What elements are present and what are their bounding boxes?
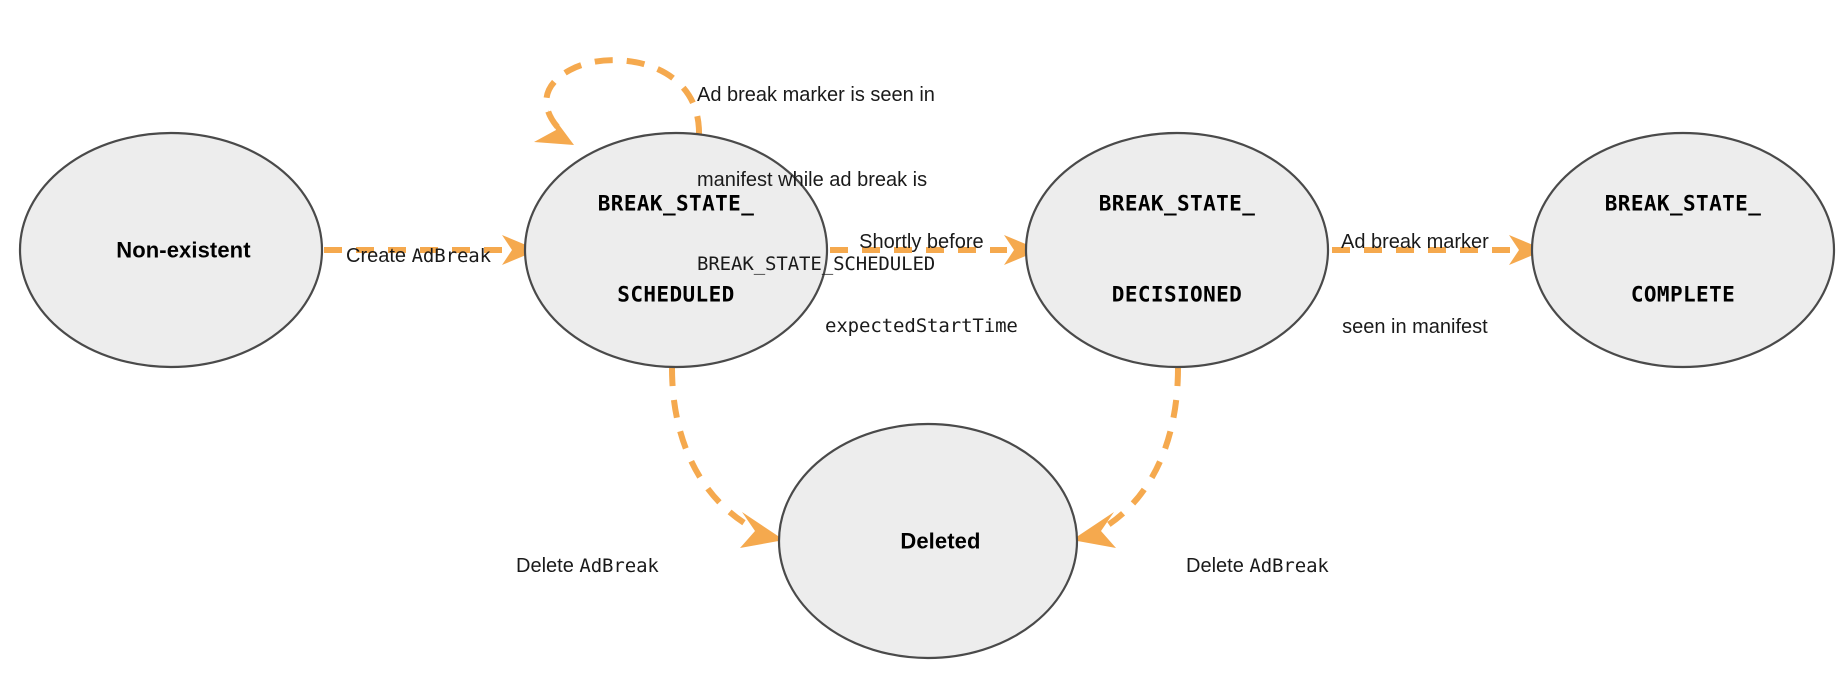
node-break-state-scheduled-label-line-2: SCHEDULED xyxy=(617,282,735,307)
edge-decisioned-to-deleted-path xyxy=(1098,367,1181,533)
node-non-existent-label: Non-existent xyxy=(91,206,250,293)
edge-create-adbreak-arrowhead xyxy=(502,235,538,265)
edge-decisioned-to-complete-arrowhead xyxy=(1509,235,1545,265)
node-break-state-scheduled-label: BREAK_STATE_ SCHEDULED xyxy=(598,127,755,371)
node-break-state-scheduled-label-line-1: BREAK_STATE_ xyxy=(597,191,755,216)
edge-scheduled-to-deleted-label: Delete AdBreak xyxy=(516,495,659,637)
node-break-state-decisioned[interactable] xyxy=(1024,131,1330,369)
edge-scheduled-to-deleted-path xyxy=(669,367,758,533)
node-break-state-decisioned-label-line-1: BREAK_STATE_ xyxy=(1098,191,1256,216)
node-break-state-decisioned-label-line-2: DECISIONED xyxy=(1111,282,1243,307)
node-non-existent-label-line-1: Non-existent xyxy=(116,237,251,263)
node-deleted-label-line-1: Deleted xyxy=(900,528,981,554)
edge-scheduled-self-loop-label-line-1: Ad break marker is seen in xyxy=(697,83,935,106)
edge-decisioned-to-deleted-prose: Delete xyxy=(1186,554,1250,577)
edge-decisioned-to-complete-label-line-1: Ad break marker xyxy=(1341,230,1489,253)
edge-scheduled-to-decisioned-label: Shortly before expectedStartTime xyxy=(825,171,1018,397)
node-break-state-scheduled[interactable] xyxy=(523,131,829,369)
edge-scheduled-to-deleted-prose: Delete xyxy=(516,554,580,577)
edge-scheduled-to-decisioned-arrowhead xyxy=(1004,235,1040,265)
edge-create-adbreak-label: Create AdBreak xyxy=(346,185,491,327)
edge-decisioned-to-deleted-arrowhead xyxy=(1072,512,1116,548)
node-break-state-complete-label-line-1: BREAK_STATE_ xyxy=(1604,191,1762,216)
edge-decisioned-to-complete-label-line-2: seen in manifest xyxy=(1342,315,1488,338)
node-deleted-label: Deleted xyxy=(875,497,980,584)
node-break-state-decisioned-label: BREAK_STATE_ DECISIONED xyxy=(1099,127,1256,371)
edge-scheduled-self-loop-path xyxy=(543,57,703,135)
edge-decisioned-to-deleted-label: Delete AdBreak xyxy=(1186,495,1329,637)
edge-scheduled-self-loop-arrowhead xyxy=(534,110,574,145)
edge-scheduled-to-deleted-code: AdBreak xyxy=(579,554,659,577)
edge-create-adbreak-code: AdBreak xyxy=(411,244,491,267)
edge-decisioned-to-complete xyxy=(1332,235,1545,265)
edge-scheduled-self-loop-label: Ad break marker is seen in manifest whil… xyxy=(697,24,935,335)
node-break-state-complete-label-line-2: COMPLETE xyxy=(1630,282,1736,307)
edge-scheduled-to-deleted xyxy=(669,367,784,548)
edge-scheduled-to-deleted-arrowhead xyxy=(740,512,784,548)
edge-scheduled-to-decisioned xyxy=(830,235,1040,265)
edge-scheduled-to-deleted-label-line-1: Delete AdBreak xyxy=(516,552,659,580)
edge-create-adbreak xyxy=(324,235,538,265)
edge-create-adbreak-prose: Create xyxy=(346,244,412,267)
edge-decisioned-to-deleted xyxy=(1072,367,1181,548)
edge-scheduled-self-loop-label-line-3: BREAK_STATE_SCHEDULED xyxy=(697,253,936,276)
edge-scheduled-to-decisioned-label-line-2: expectedStartTime xyxy=(825,314,1018,337)
node-break-state-complete[interactable] xyxy=(1530,131,1836,369)
edge-decisioned-to-deleted-code: AdBreak xyxy=(1249,554,1329,577)
node-break-state-complete-label: BREAK_STATE_ COMPLETE xyxy=(1605,127,1762,371)
node-deleted[interactable] xyxy=(777,422,1079,660)
edge-scheduled-to-decisioned-label-line-1: Shortly before xyxy=(859,230,984,253)
node-non-existent[interactable] xyxy=(18,131,324,369)
edge-decisioned-to-complete-label: Ad break marker seen in manifest xyxy=(1341,171,1489,398)
edge-decisioned-to-deleted-label-line-1: Delete AdBreak xyxy=(1186,552,1329,580)
edge-create-adbreak-label-line-1: Create AdBreak xyxy=(346,242,491,270)
edge-scheduled-self-loop-label-line-2: manifest while ad break is xyxy=(697,168,928,191)
edge-scheduled-self-loop xyxy=(534,57,703,145)
